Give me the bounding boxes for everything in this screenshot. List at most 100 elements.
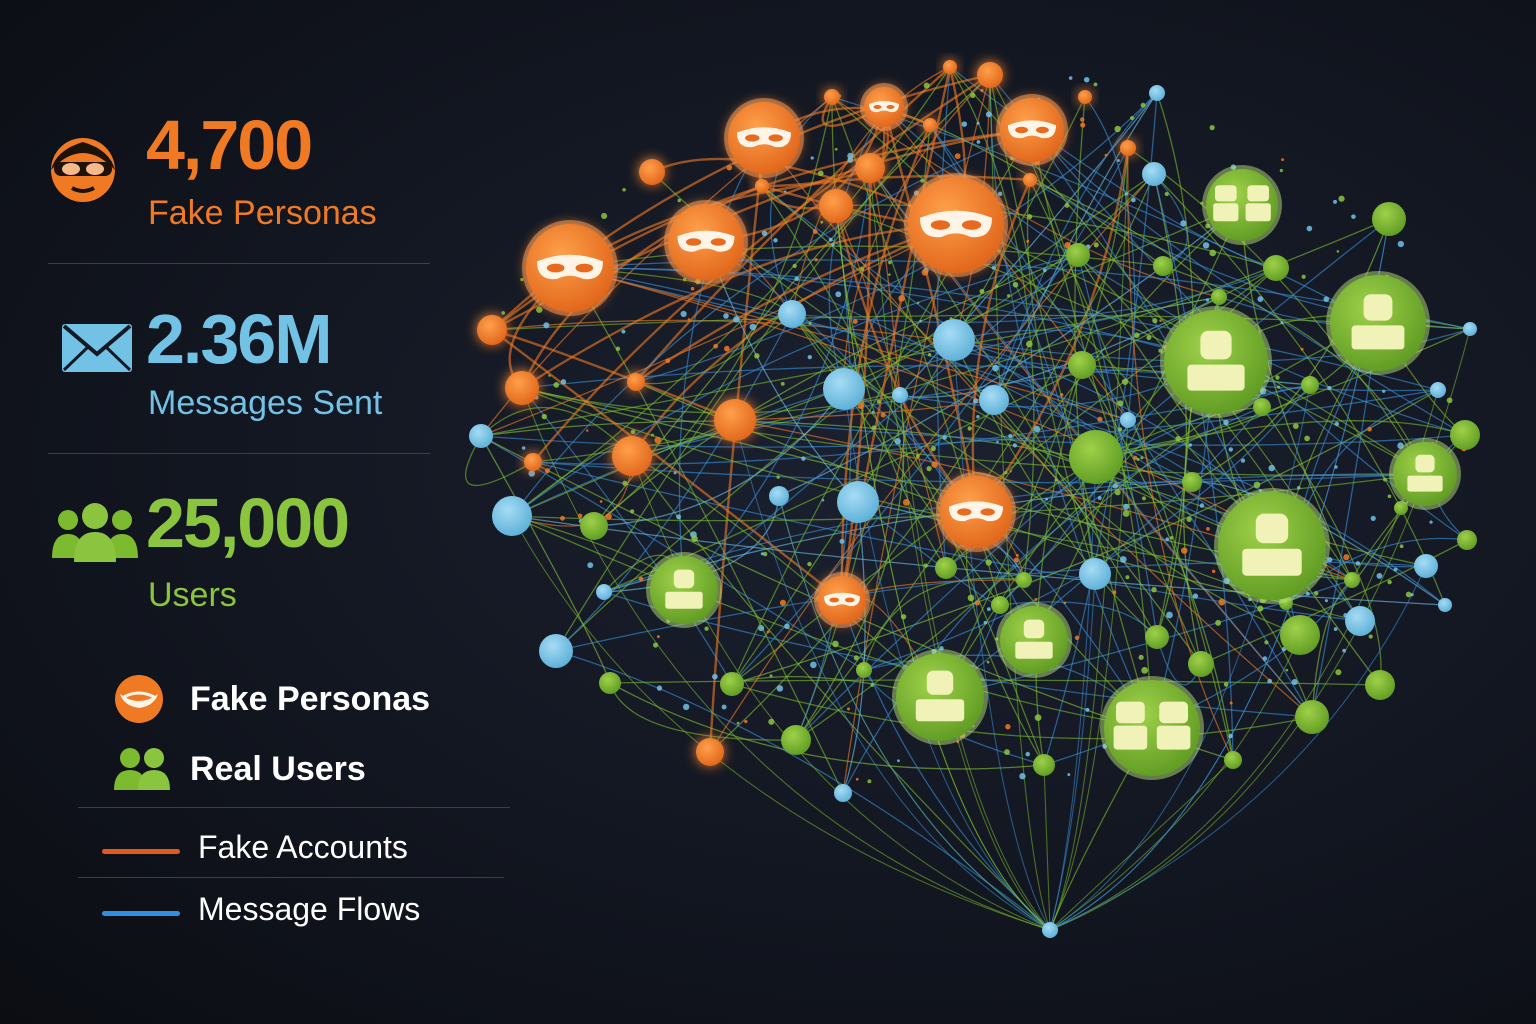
network-dot [853,655,859,661]
network-dot [1116,159,1120,163]
network-dot [1080,122,1086,128]
network-dot [1165,537,1170,542]
network-dot [1301,274,1306,279]
network-dot [1223,419,1229,426]
network-dot [1275,375,1280,380]
network-link [593,74,991,527]
network-dot [921,269,929,276]
message-node [778,300,806,328]
network-link [795,218,1390,741]
network-dot [1131,197,1136,203]
network-dot [1393,567,1398,572]
network-dot [1240,458,1246,463]
network-dot [654,436,662,444]
mask-icon [537,254,603,280]
network-link [521,387,1051,931]
network-dot [1342,648,1347,653]
network-dot [942,435,947,440]
network-dot [1410,593,1414,597]
fake-node [1120,140,1136,156]
user-node [1263,255,1289,281]
network-dot [1387,494,1392,499]
network-link [953,339,1051,931]
network-link [899,394,1427,567]
network-dot [1305,591,1310,596]
fake-node [639,159,665,185]
network-dot [794,276,800,282]
user-node [599,672,621,694]
network-link [761,185,1273,547]
network-dot [1209,249,1217,257]
mask-icon [115,675,163,723]
network-link [795,394,905,741]
network-dot [1125,575,1130,580]
network-dot [1134,332,1140,338]
network-dot [1382,389,1386,393]
network-link [491,329,843,601]
network-dot [923,82,930,89]
network-link [831,96,1273,547]
network-dot [1114,125,1121,133]
network-dot [834,147,838,151]
network-dot [736,721,740,725]
network-dot [807,354,812,360]
message-node [1079,558,1111,590]
network-dot [1097,496,1102,500]
network-dot [1164,191,1169,197]
network-dot [923,563,928,568]
network-link [631,455,941,698]
network-dot [835,291,842,298]
network-dot [1280,321,1284,324]
user-node [580,512,608,540]
network-dot [1253,481,1261,489]
network-dot [986,607,991,611]
network-dot [970,92,976,98]
network-dot [560,379,567,385]
network-link [1049,759,1234,931]
network-link [708,137,766,753]
network-link [989,74,1153,729]
network-dot [1054,478,1058,482]
network-dot [1104,153,1108,157]
network-link [734,419,1466,446]
network-dot [749,323,757,331]
fake-node [819,189,853,223]
network-link [569,267,844,794]
network-nodes [469,60,1480,938]
network-dot [888,273,891,276]
user-icon [1242,513,1302,576]
network-dot [814,258,818,262]
network-link [993,92,1158,401]
network-link [1043,764,1051,931]
network-dot [622,188,626,192]
stat-label: Messages Sent [148,384,383,422]
user-node [1033,754,1055,776]
network-dot [1005,724,1011,730]
network-link [630,223,957,457]
user-icon [1351,294,1405,350]
user-node [1069,430,1123,484]
network-dot [897,759,900,763]
network-link [1049,634,1301,931]
network-dot [1080,117,1085,122]
network-dot [712,673,718,680]
network-dot [983,620,988,625]
network-dot [621,329,626,334]
message-node [1345,606,1375,636]
network-link [1031,129,1202,665]
network-dot [930,445,936,452]
network-dot [1006,294,1011,298]
user-node [1372,202,1406,236]
network-link [989,74,1153,729]
network-dot [656,685,663,691]
network-dot [1141,666,1149,674]
network-dot [724,345,730,352]
network-dot [1008,433,1013,439]
network-dot [916,301,920,305]
network-dot [536,306,543,313]
message-node [492,496,532,536]
network-dot [541,413,547,420]
network-dot [1292,423,1299,430]
network-dot [927,353,932,357]
network-dot [1121,378,1129,385]
